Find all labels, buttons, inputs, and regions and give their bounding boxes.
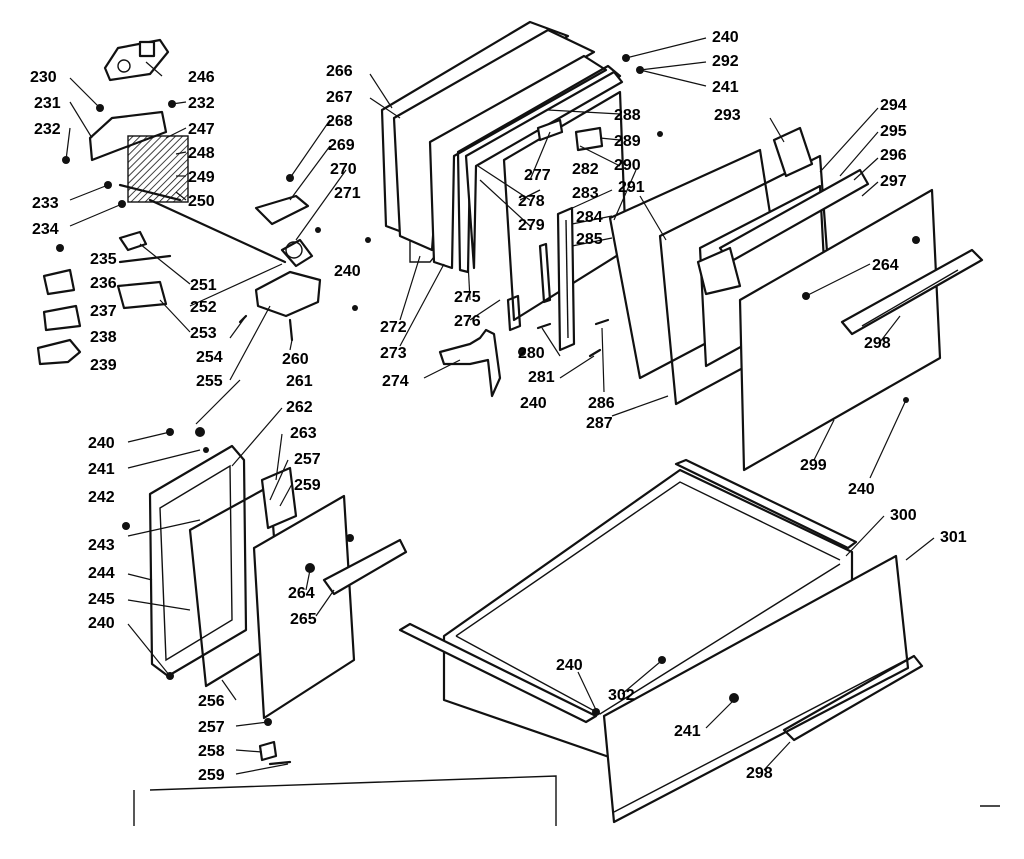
- label-269: 269: [328, 137, 355, 154]
- label-253: 253: [190, 325, 217, 342]
- upper-oven-door: [380, 20, 663, 398]
- label-256: 256: [198, 693, 225, 710]
- label-266: 266: [326, 63, 353, 80]
- leader-lines: [65, 37, 935, 775]
- label-249: 249: [188, 169, 215, 186]
- label-255: 255: [196, 373, 223, 390]
- label-268: 268: [326, 113, 353, 130]
- label-251: 251: [190, 277, 217, 294]
- label-240-broiler-bottom: 240: [88, 615, 115, 632]
- broiler-door: [122, 427, 408, 766]
- label-286: 286: [588, 395, 615, 412]
- label-300: 300: [890, 507, 917, 524]
- label-298-right: 298: [864, 335, 891, 352]
- label-240-drawer: 240: [556, 657, 583, 674]
- label-246: 246: [188, 69, 215, 86]
- label-271: 271: [334, 185, 361, 202]
- label-297: 297: [880, 173, 907, 190]
- latch-assembly: [36, 38, 371, 366]
- storage-drawer: [133, 458, 1000, 826]
- label-241-drawer: 241: [674, 723, 701, 740]
- label-248: 248: [188, 145, 215, 162]
- label-282: 282: [572, 161, 599, 178]
- label-265: 265: [290, 611, 317, 628]
- label-287: 287: [586, 415, 613, 432]
- label-267: 267: [326, 89, 353, 106]
- label-296: 296: [880, 147, 907, 164]
- label-245: 245: [88, 591, 115, 608]
- label-281: 281: [528, 369, 555, 386]
- label-232-left: 232: [34, 121, 61, 138]
- label-244: 244: [88, 565, 115, 582]
- label-257-bottom: 257: [198, 719, 225, 736]
- label-285: 285: [576, 231, 603, 248]
- part-labels: 230 231 232 233 234 235 236 237 238 239 …: [30, 29, 967, 784]
- label-234: 234: [32, 221, 59, 238]
- label-232-right: 232: [188, 95, 215, 112]
- right-upper-door-panels: [608, 126, 984, 472]
- label-239: 239: [90, 357, 117, 374]
- label-259-bottom: 259: [198, 767, 225, 784]
- label-301: 301: [940, 529, 967, 546]
- label-262: 262: [286, 399, 313, 416]
- label-240-right: 240: [848, 481, 875, 498]
- label-257-top: 257: [294, 451, 321, 468]
- label-242: 242: [88, 489, 115, 506]
- label-283: 283: [572, 185, 599, 202]
- label-264-left: 264: [288, 585, 315, 602]
- label-299: 299: [800, 457, 827, 474]
- label-273: 273: [380, 345, 407, 362]
- label-290: 290: [614, 157, 641, 174]
- label-236: 236: [90, 275, 117, 292]
- label-302: 302: [608, 687, 635, 704]
- label-277: 277: [524, 167, 551, 184]
- label-289: 289: [614, 133, 641, 150]
- label-235: 235: [90, 251, 117, 268]
- label-280: 280: [518, 345, 545, 362]
- label-284: 284: [576, 209, 603, 226]
- label-252: 252: [190, 299, 217, 316]
- label-240-top: 240: [712, 29, 739, 46]
- label-231: 231: [34, 95, 61, 112]
- label-243: 243: [88, 537, 115, 554]
- label-278: 278: [518, 193, 545, 210]
- label-261: 261: [286, 373, 313, 390]
- label-240-mid: 240: [334, 263, 361, 280]
- label-293: 293: [714, 107, 741, 124]
- label-247: 247: [188, 121, 215, 138]
- label-258: 258: [198, 743, 225, 760]
- label-240-lower-door: 240: [520, 395, 547, 412]
- label-260: 260: [282, 351, 309, 368]
- label-274: 274: [382, 373, 409, 390]
- label-298-drawer: 298: [746, 765, 773, 782]
- label-276: 276: [454, 313, 481, 330]
- label-263: 263: [290, 425, 317, 442]
- label-241-broiler: 241: [88, 461, 115, 478]
- label-291: 291: [618, 179, 645, 196]
- label-264-right: 264: [872, 257, 899, 274]
- label-237: 237: [90, 303, 117, 320]
- label-270: 270: [330, 161, 357, 178]
- label-288: 288: [614, 107, 641, 124]
- label-250: 250: [188, 193, 215, 210]
- label-272: 272: [380, 319, 407, 336]
- label-259-top: 259: [294, 477, 321, 494]
- label-240-broiler-top: 240: [88, 435, 115, 452]
- label-275: 275: [454, 289, 481, 306]
- label-241-top: 241: [712, 79, 739, 96]
- label-294: 294: [880, 97, 907, 114]
- label-279: 279: [518, 217, 545, 234]
- label-295: 295: [880, 123, 907, 140]
- label-292: 292: [712, 53, 739, 70]
- label-230: 230: [30, 69, 57, 86]
- label-233: 233: [32, 195, 59, 212]
- label-254: 254: [196, 349, 223, 366]
- label-238: 238: [90, 329, 117, 346]
